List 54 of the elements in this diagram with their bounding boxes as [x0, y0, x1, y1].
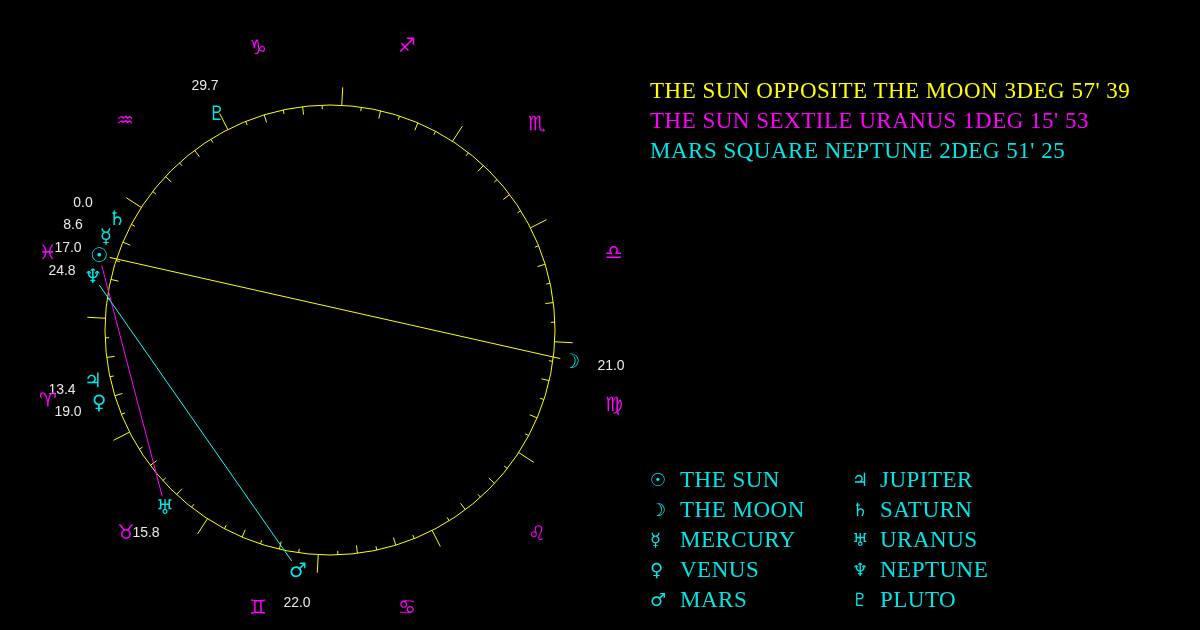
- legend-label: VENUS: [680, 557, 760, 583]
- planet-symbol: ☉: [90, 245, 108, 265]
- zodiac-symbol: ♎: [605, 242, 623, 262]
- degree-label: 8.6: [63, 217, 83, 231]
- planet-symbol: ♄: [108, 208, 126, 228]
- legend-symbol: ☉: [650, 470, 667, 490]
- degree-label: 22.0: [283, 595, 311, 609]
- degree-label: 17.0: [54, 240, 82, 254]
- legend-symbol: ♄: [852, 500, 869, 520]
- zodiac-symbol: ♋: [398, 597, 416, 617]
- legend-label: PLUTO: [880, 587, 957, 613]
- aspect-text: THE SUN OPPOSITE THE MOON 3DEG 57' 39: [650, 78, 1131, 104]
- planet-symbol: ☿: [99, 226, 113, 246]
- legend-symbol: ♀: [650, 560, 664, 580]
- zodiac-symbol: ♐: [398, 35, 416, 55]
- aspect-line: [101, 265, 163, 497]
- degree-label: 15.8: [132, 525, 160, 539]
- planet-symbol: ♆: [84, 266, 102, 286]
- legend-label: URANUS: [880, 527, 978, 553]
- legend-symbol: ☿: [650, 530, 662, 550]
- aspect-text: THE SUN SEXTILE URANUS 1DEG 15' 53: [650, 108, 1089, 134]
- legend-symbol: ♂: [650, 590, 667, 610]
- zodiac-symbol: ♍: [605, 394, 623, 414]
- legend-label: THE SUN: [680, 467, 780, 493]
- planet-symbol: ♇: [208, 103, 226, 123]
- legend-symbol: ♇: [852, 590, 869, 610]
- aspect-line: [98, 284, 293, 562]
- planet-symbol: ♅: [156, 497, 174, 517]
- degree-label: 21.0: [597, 358, 625, 372]
- planet-symbol: ♃: [84, 370, 102, 390]
- legend-symbol: ♅: [852, 530, 869, 550]
- degree-label: 29.7: [191, 78, 219, 92]
- zodiac-symbol: ♒: [116, 110, 134, 130]
- degree-label: 0.0: [73, 195, 93, 209]
- planet-symbol: ♀: [91, 392, 107, 412]
- zodiac-symbol: ♌: [528, 523, 546, 543]
- legend-label: NEPTUNE: [880, 557, 989, 583]
- legend-symbol: ♆: [852, 560, 869, 580]
- zodiac-symbol: ♑: [249, 37, 267, 57]
- legend-label: JUPITER: [880, 467, 973, 493]
- planet-symbol: ♂: [289, 560, 307, 580]
- legend-label: SATURN: [880, 497, 973, 523]
- planet-symbol: ☽: [562, 351, 580, 371]
- legend-label: THE MOON: [680, 497, 805, 523]
- degree-label: 19.0: [54, 404, 82, 418]
- degree-label: 24.8: [48, 263, 76, 277]
- aspect-line: [109, 256, 561, 360]
- legend-label: MERCURY: [680, 527, 796, 553]
- legend-label: MARS: [680, 587, 748, 613]
- legend-symbol: ☽: [650, 500, 667, 520]
- aspect-text: MARS SQUARE NEPTUNE 2DEG 51' 25: [650, 138, 1066, 164]
- legend-symbol: ♃: [852, 470, 869, 490]
- zodiac-symbol: ♏: [528, 113, 546, 133]
- zodiac-symbol: ♊: [249, 597, 267, 617]
